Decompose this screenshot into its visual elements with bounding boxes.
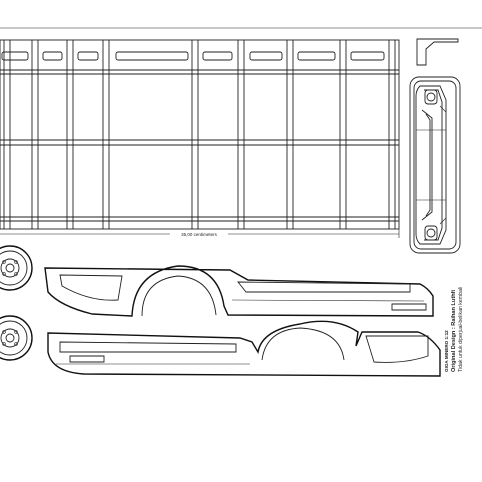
dimension-label: 35,00 centimeters: [181, 232, 218, 237]
panel-window-slot: [249, 51, 283, 61]
panel-window-slot: [1, 51, 29, 61]
credit-block: GIGA MINERO 1:12 Original Design : Raiha…: [444, 287, 464, 372]
panel-window-slot: [115, 51, 189, 61]
dimension-indicator: 35,00 centimeters: [0, 229, 400, 238]
fender-skirt-lower: [47, 320, 441, 377]
bracket-piece: [416, 38, 459, 66]
panel-window-slot: [297, 51, 336, 61]
fender-skirt-upper: [44, 265, 434, 317]
credit-note: Tidak untuk diperjual-belikan kembali: [458, 287, 464, 372]
panel-window-slot: [77, 51, 99, 61]
wheel-upper: [0, 245, 33, 291]
panel-window-slot: [202, 51, 233, 61]
cargo-side-panel: [0, 39, 400, 230]
wheel-lower: [0, 315, 33, 361]
panel-window-slot: [350, 51, 385, 61]
panel-window-slot: [42, 51, 63, 61]
credit-model: GIGA MINERO 1:12: [444, 330, 449, 372]
credit-design: Original Design : Raihan Luthfi: [451, 290, 457, 372]
front-grille-piece: [409, 76, 461, 254]
